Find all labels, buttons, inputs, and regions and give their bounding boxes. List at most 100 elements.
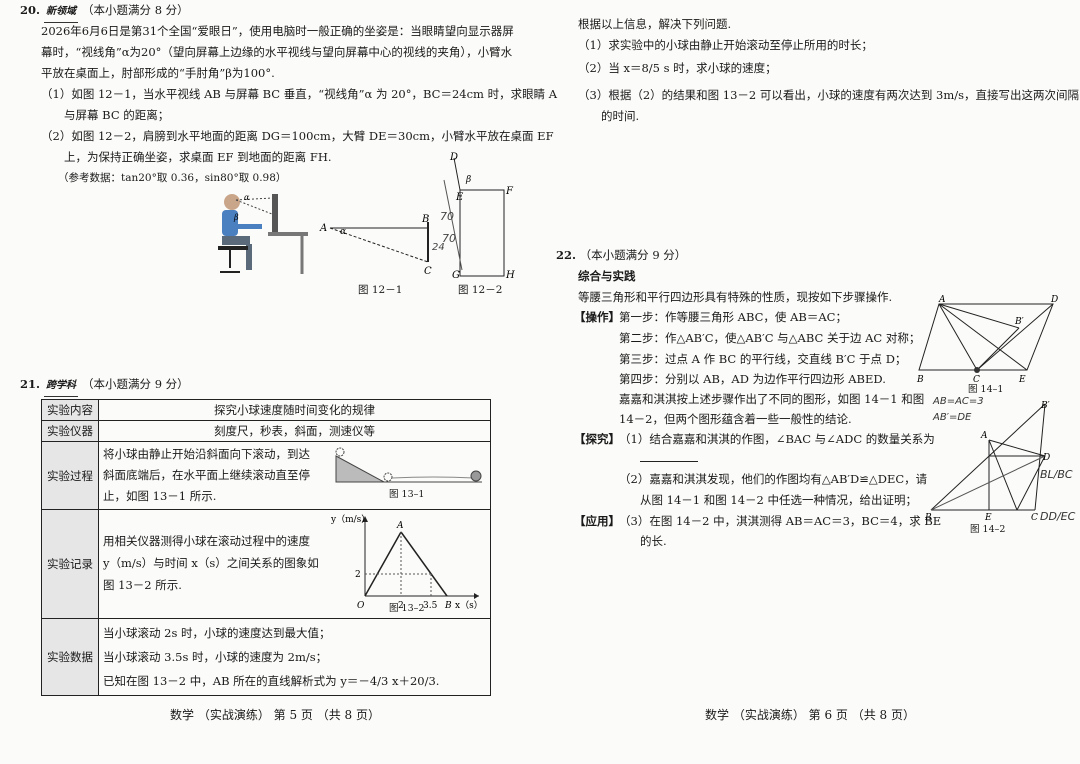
figure-14-2-caption: 图 14–2 (970, 524, 1006, 535)
svg-text:B: B (916, 375, 924, 385)
graph-tick-v2: 2 (355, 570, 361, 580)
graph-point-A: A (396, 521, 404, 531)
step-3: 第三步：过点 A 作 BC 的平行线，交直线 B′C 于点 D； (619, 352, 907, 366)
note-line-2: 14－2，但两个图形蕴含着一些一般性的结论. (619, 412, 852, 426)
table-row: 实验内容 探究小球速度随时间变化的规律 (41, 399, 491, 421)
apply-label: 【应用】 (574, 514, 620, 528)
table-row: 实验数据 当小球滚动 2s 时，小球的速度达到最大值； 当小球滚动 3.5s 时… (41, 618, 491, 696)
explore-2b: 从图 14－1 和图 14－2 中任选一种情况，给出证明； (640, 493, 918, 507)
figure-14-2: B′ A D B E C (925, 401, 1050, 522)
q21-question-3a: （3）根据（2）的结果和图 13－2 可以看出，小球的速度有两次达到 3m/s，… (578, 88, 1080, 102)
figure-12-2-caption: 图 12－2 (458, 284, 503, 296)
hand-note-ab-ac: AB=AC=3 (933, 396, 984, 407)
table-row: 实验仪器 刻度尺，秒表，斜面，测速仪等 (41, 420, 491, 442)
hand-note-70-a: 70 (440, 210, 454, 223)
process-line-2: 斜面底端后，在水平面上继续滚动直至停 (103, 468, 310, 482)
q21-question-1: （1）求实验中的小球由静止开始滚动至停止所用的时长； (578, 38, 873, 52)
q22-title: 综合与实践 (578, 269, 636, 283)
graph-point-B: B (444, 601, 452, 611)
graph-tick-3-5: 3.5 (423, 601, 438, 611)
step-1: 第一步：作等腰三角形 ABC，使 AB＝AC； (619, 310, 847, 324)
row-head: 实验记录 (41, 509, 99, 619)
q20-stamp: 新领域 (44, 1, 79, 23)
point-F-label: F (505, 186, 514, 197)
q20-line2: 幕时，“视线角”α为20°（望向屏幕上边缘的水平视线与望向屏幕中心的视线的夹角）… (41, 45, 513, 59)
figure-12-1-caption: 图 12－1 (358, 284, 403, 296)
q21-number: 21. (20, 377, 41, 391)
table-row: 实验过程 将小球由静止开始沿斜面向下滚动，到达 斜面底端后，在水平面上继续滚动直… (41, 441, 491, 510)
record-line-2: y（m/s）与时间 x（s）之间关系的图象如 (103, 556, 319, 570)
apply-a: （3）在图 14－2 中，淇淇测得 AB＝AC＝3，BC＝4，求 BE (619, 514, 942, 528)
q20-sub1-b: 与屏幕 BC 的距离； (64, 108, 170, 122)
row-head: 实验过程 (41, 441, 99, 510)
graph-origin: O (357, 601, 365, 611)
q20-sub1-a: （1）如图 12－1，当水平视线 AB 与屏幕 BC 垂直，“视线角”α 为 2… (41, 87, 558, 101)
q20-reference-data: （参考数据：tan20°取 0.36，sin80°取 0.98） (58, 172, 287, 184)
hand-note-ab-de: AB′=DE (933, 412, 972, 423)
q20-number: 20. (20, 3, 41, 17)
figure-13-2-caption: 图 13–2 (389, 603, 425, 614)
row-text: 刻度尺，秒表，斜面，测速仪等 (98, 420, 491, 442)
q20-points: （本小题满分 8 分） (82, 3, 189, 17)
hand-note-bl-bc: BL/BC (1040, 468, 1073, 481)
figure-12-1-alpha-label: α (340, 227, 346, 237)
hand-note-dd-ec: DD/EC (1040, 510, 1076, 523)
explore-2a: （2）嘉嘉和淇淇发现，他们的作图均有△AB′D≌△DEC，请 (619, 472, 928, 486)
row-head: 实验仪器 (41, 420, 99, 442)
svg-text:E: E (1018, 375, 1026, 385)
step-2: 第二步：作△AB′C，使△AB′C 与△ABC 关于边 AC 对称； (619, 331, 921, 345)
process-line-3: 止，如图 13－1 所示. (103, 489, 217, 503)
point-B-label: B (421, 214, 429, 225)
q21-question-3b: 的时间. (601, 109, 640, 123)
q20-sub2-a: （2）如图 12－2，肩膀到水平地面的距离 DG＝100cm，大臂 DE＝30c… (41, 129, 554, 143)
graph-x-label: x（s） (455, 600, 483, 611)
svg-text:E: E (984, 513, 992, 522)
graph-y-label: y（m/s） (330, 514, 370, 525)
explore-1: （1）结合嘉嘉和淇淇的作图，∠BAC 与∠ADC 的数量关系为 (619, 432, 935, 446)
row-head: 实验数据 (41, 618, 99, 696)
step-4: 第四步：分别以 AB，AD 为边作平行四边形 ABED. (619, 372, 886, 386)
data-line-1: 当小球滚动 2s 时，小球的速度达到最大值； (103, 626, 331, 640)
q21-stamp: 跨学科 (44, 375, 79, 397)
data-line-2: 当小球滚动 3.5s 时，小球的速度为 2m/s； (103, 650, 328, 664)
point-E-label: E (455, 192, 464, 203)
note-line-1: 嘉嘉和淇淇按上述步骤作出了不同的图形，如图 14－1 和图 (619, 392, 925, 406)
q20-line1: 2026年6月6日是第31个全国“爱眼日”，使用电脑时一般正确的坐姿是：当眼睛望… (41, 24, 514, 38)
left-page-footer: 数学 （实战演练） 第 5 页 （共 8 页） (170, 708, 380, 722)
svg-text:C: C (973, 375, 980, 385)
figure-12-1-alpha-mark: α (244, 193, 250, 202)
svg-text:B′: B′ (1040, 401, 1050, 411)
answer-blank[interactable] (640, 448, 698, 462)
figure-12-1-illustration: α β (218, 193, 308, 274)
figure-12-2: D E F G H β 70 70 (440, 152, 515, 280)
row-head: 实验内容 (41, 399, 99, 421)
q21-header: 21. 跨学科 （本小题满分 9 分） (20, 374, 189, 397)
q20-header: 20. 新领域 （本小题满分 8 分） (20, 0, 189, 23)
svg-text:A: A (980, 431, 988, 441)
figure-12-1-beta-mark: β (233, 213, 239, 222)
svg-text:C: C (1031, 513, 1038, 522)
q21-points: （本小题满分 9 分） (82, 377, 189, 391)
svg-text:B: B (925, 513, 932, 522)
hand-note-24: 24 (432, 242, 445, 253)
q20-sub2-b: 上，为保持正确坐姿，求桌面 EF 到地面的距离 FH. (64, 150, 332, 164)
figure-13-2-graph: y（m/s） x（s） O A B 2 3.5 2 (330, 514, 483, 611)
point-C-label: C (424, 266, 432, 277)
q22-header: 22. （本小题满分 9 分） (556, 245, 686, 266)
point-G-label: G (452, 270, 460, 280)
point-A-label: A (319, 223, 327, 234)
q22-number: 22. (556, 248, 577, 262)
q21-question-2: （2）当 x＝8/5 s 时，求小球的速度； (578, 61, 777, 75)
figure-12-1-triangle: A B C α 24 (319, 214, 445, 277)
q22-intro: 等腰三角形和平行四边形具有特殊的性质，现按如下步骤操作. (578, 290, 893, 304)
q20-line3: 平放在桌面上，肘部形成的“手肘角”β为100°. (41, 66, 275, 80)
right-page-footer: 数学 （实战演练） 第 6 页 （共 8 页） (705, 708, 915, 722)
figure-14-1: A D B′ B C E (916, 295, 1058, 385)
point-H-label: H (505, 270, 515, 280)
explore-label: 【探究】 (574, 432, 620, 446)
hand-note-70-b: 70 (442, 232, 456, 245)
experiment-table: 实验内容 探究小球速度随时间变化的规律 实验仪器 刻度尺，秒表，斜面，测速仪等 … (41, 399, 491, 696)
record-line-3: 图 13－2 所示. (103, 578, 182, 592)
svg-text:D: D (1050, 295, 1058, 305)
figure-14-1-caption: 图 14–1 (968, 384, 1004, 395)
